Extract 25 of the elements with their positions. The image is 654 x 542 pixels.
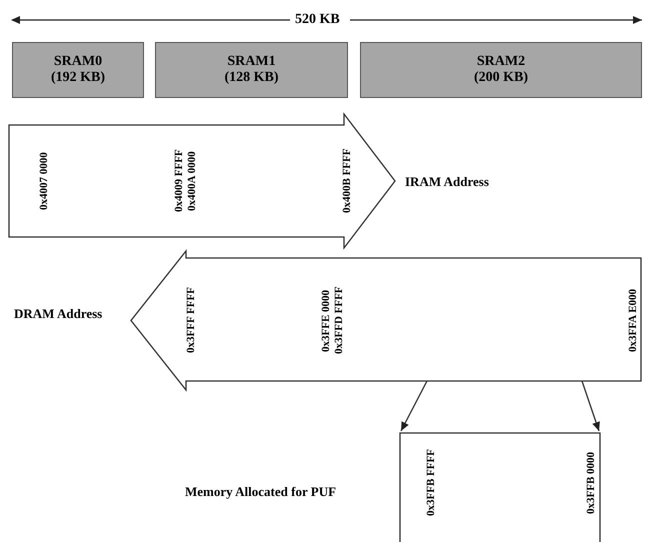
address-range-band xyxy=(130,250,642,391)
memory-block xyxy=(360,42,642,98)
memory-block xyxy=(155,42,348,98)
address-label: 0x3FFF FFFF xyxy=(185,286,197,356)
address-label: 0x3FFA E000 xyxy=(627,288,639,354)
arrow xyxy=(400,380,428,432)
dimension-label: 520 KB xyxy=(295,12,340,28)
address-label: 0x400B FFFF xyxy=(341,148,353,216)
block-label: SRAM1 (128 KB) xyxy=(223,54,280,86)
region-caption: IRAM Address xyxy=(405,174,489,190)
arrow xyxy=(581,380,600,432)
block-label: SRAM2 (200 KB) xyxy=(472,54,530,86)
memory-region-box xyxy=(399,432,601,542)
address-label: 0x3FFB 0000 xyxy=(585,450,597,516)
address-range-band xyxy=(8,113,396,249)
region-caption: DRAM Address xyxy=(14,306,102,322)
memory-block xyxy=(12,42,144,98)
address-label: 0x3FFD FFFF xyxy=(333,286,345,356)
block-label: SRAM0 (192 KB) xyxy=(50,54,106,86)
region-caption: Memory Allocated for PUF xyxy=(185,484,336,500)
address-label: 0x3FFE 0000 xyxy=(320,288,332,354)
address-label: 0x400A 0000 xyxy=(186,150,198,213)
address-label: 0x3FFB FFFF xyxy=(425,448,437,518)
address-label: 0x4007 0000 xyxy=(38,151,50,212)
address-label: 0x4009 FFFF xyxy=(173,148,185,214)
